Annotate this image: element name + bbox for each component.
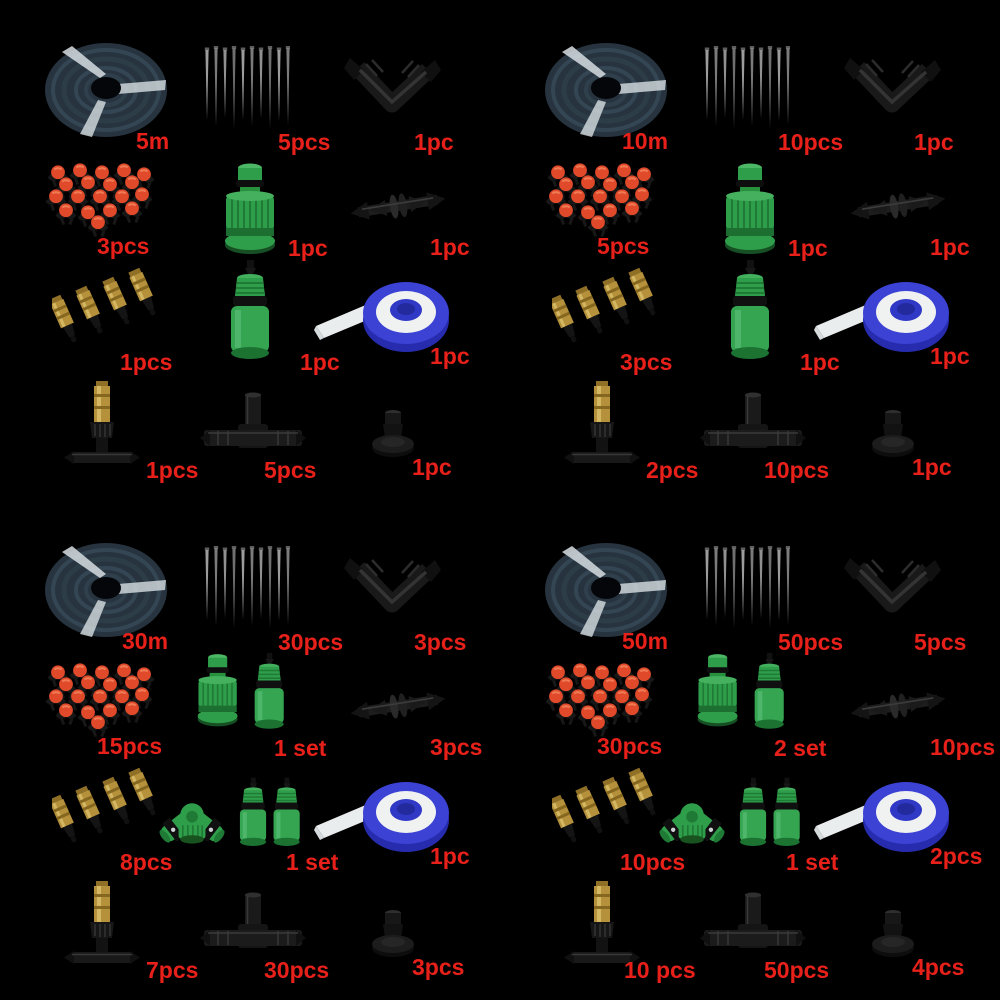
end-plug-photo bbox=[868, 408, 918, 460]
qty-label-elbow: 3pcs bbox=[414, 629, 467, 655]
drip-pins-photo bbox=[202, 546, 290, 634]
barb-coupling-photo bbox=[848, 678, 948, 733]
qty-label-plug: 3pcs bbox=[412, 954, 465, 980]
qty-label-elbow: 1pc bbox=[414, 129, 454, 155]
kit-5m: 5m 5pcs 1pc 3pcs 1pc 1pc 1pcs 1pc 1pc 1p… bbox=[0, 0, 500, 500]
end-plug-photo bbox=[868, 908, 918, 960]
qty-label-plug: 1pc bbox=[412, 454, 452, 480]
qty-label-drippers: 15pcs bbox=[97, 733, 163, 759]
tee-connector-photo bbox=[198, 390, 308, 465]
qty-label-tap-set: 1 set bbox=[274, 735, 327, 761]
qty-label-brass: 8pcs bbox=[120, 849, 173, 875]
qty-label-mist: 7pcs bbox=[146, 957, 199, 983]
qty-label-hose: 10m bbox=[622, 128, 669, 154]
micro-drippers-photo bbox=[542, 662, 662, 742]
hose-coil-photo bbox=[542, 40, 674, 140]
qty-label-plug: 1pc bbox=[912, 454, 952, 480]
micro-drippers-photo bbox=[42, 662, 162, 742]
drip-pins-photo bbox=[202, 46, 290, 134]
qty-label-brass: 1pcs bbox=[120, 349, 173, 375]
drip-pins-photo bbox=[702, 546, 790, 634]
qty-label-brass: 10pcs bbox=[620, 849, 686, 875]
quick-connector-photo bbox=[220, 258, 280, 363]
brass-mist-nozzles-photo bbox=[552, 264, 664, 352]
qty-label-barb: 3pcs bbox=[430, 734, 483, 760]
micro-drippers-photo bbox=[42, 162, 162, 242]
qty-label-quick: 1pc bbox=[800, 349, 840, 375]
hose-coil-photo bbox=[542, 540, 674, 640]
end-plug-photo bbox=[368, 908, 418, 960]
brass-mist-nozzles-photo bbox=[52, 264, 164, 352]
qty-label-plug: 4pcs bbox=[912, 954, 965, 980]
brass-mist-nozzles-photo bbox=[52, 764, 164, 852]
qty-label-elbow: 1pc bbox=[914, 129, 954, 155]
qty-label-barb: 10pcs bbox=[930, 734, 996, 760]
brass-mist-nozzles-photo bbox=[552, 764, 664, 852]
qty-label-pins: 30pcs bbox=[278, 629, 344, 655]
qty-label-hose: 5m bbox=[136, 128, 170, 154]
elbow-connector-photo bbox=[842, 54, 942, 124]
barb-coupling-photo bbox=[348, 678, 448, 733]
qty-label-pins: 5pcs bbox=[278, 129, 331, 155]
qty-label-drippers: 5pcs bbox=[597, 233, 650, 259]
elbow-connector-photo bbox=[842, 554, 942, 624]
qty-label-pins: 10pcs bbox=[778, 129, 844, 155]
qty-label-mist: 2pcs bbox=[646, 457, 699, 483]
elbow-connector-photo bbox=[342, 554, 442, 624]
barb-coupling-photo bbox=[348, 178, 448, 233]
quick-connector-photo bbox=[720, 258, 780, 363]
kit-50m: 50m 50pcs 5pcs 30pcs 2 set 10pcs 10pcs 1… bbox=[500, 500, 1000, 1000]
tap-connector-photo bbox=[715, 158, 785, 258]
qty-label-tee: 30pcs bbox=[264, 957, 330, 983]
elbow-connector-photo bbox=[342, 54, 442, 124]
barb-coupling-photo bbox=[848, 178, 948, 233]
qty-label-barb: 1pc bbox=[430, 234, 470, 260]
tee-connector-photo bbox=[198, 890, 308, 965]
y-splitter-set-photo bbox=[153, 768, 305, 852]
qty-label-tee: 5pcs bbox=[264, 457, 317, 483]
tee-connector-photo bbox=[698, 890, 808, 965]
hose-coil-photo bbox=[42, 40, 174, 140]
qty-label-tape: 1pc bbox=[430, 343, 470, 369]
qty-label-drippers: 3pcs bbox=[97, 233, 150, 259]
mist-sprayer-tee-photo bbox=[62, 380, 142, 475]
qty-label-hose: 30m bbox=[122, 628, 169, 654]
qty-label-quick: 1pc bbox=[300, 349, 340, 375]
mist-sprayer-tee-photo bbox=[562, 380, 642, 475]
qty-label-tap: 1pc bbox=[288, 235, 328, 261]
mist-sprayer-tee-photo bbox=[62, 880, 142, 975]
drip-pins-photo bbox=[702, 46, 790, 134]
qty-label-brass: 3pcs bbox=[620, 349, 673, 375]
tee-connector-photo bbox=[698, 390, 808, 465]
kit-30m: 30m 30pcs 3pcs 15pcs 1 set 3pcs 8pcs 1 s… bbox=[0, 500, 500, 1000]
y-splitter-set-photo bbox=[653, 768, 805, 852]
qty-label-drippers: 30pcs bbox=[597, 733, 663, 759]
end-plug-photo bbox=[368, 408, 418, 460]
qty-label-tee: 50pcs bbox=[764, 957, 830, 983]
qty-label-tape: 1pc bbox=[430, 843, 470, 869]
hose-coil-photo bbox=[42, 540, 174, 640]
tap-quick-connector-set-photo bbox=[188, 648, 292, 733]
qty-label-hose: 50m bbox=[622, 628, 669, 654]
qty-label-mist: 1pcs bbox=[146, 457, 199, 483]
qty-label-tee: 10pcs bbox=[764, 457, 830, 483]
qty-label-pins: 50pcs bbox=[778, 629, 844, 655]
qty-label-barb: 1pc bbox=[930, 234, 970, 260]
kit-10m: 10m 10pcs 1pc 5pcs 1pc 1pc 3pcs 1pc 1pc … bbox=[500, 0, 1000, 500]
tap-quick-connector-set-photo bbox=[688, 648, 792, 733]
qty-label-tap-set: 2 set bbox=[774, 735, 827, 761]
qty-label-tap: 1pc bbox=[788, 235, 828, 261]
qty-label-tape: 1pc bbox=[930, 343, 970, 369]
micro-drippers-photo bbox=[542, 162, 662, 242]
qty-label-tape: 2pcs bbox=[930, 843, 983, 869]
qty-label-mist: 10 pcs bbox=[624, 957, 696, 983]
qty-label-y-set: 1 set bbox=[286, 849, 339, 875]
qty-label-y-set: 1 set bbox=[786, 849, 839, 875]
qty-label-elbow: 5pcs bbox=[914, 629, 967, 655]
tap-connector-photo bbox=[215, 158, 285, 258]
